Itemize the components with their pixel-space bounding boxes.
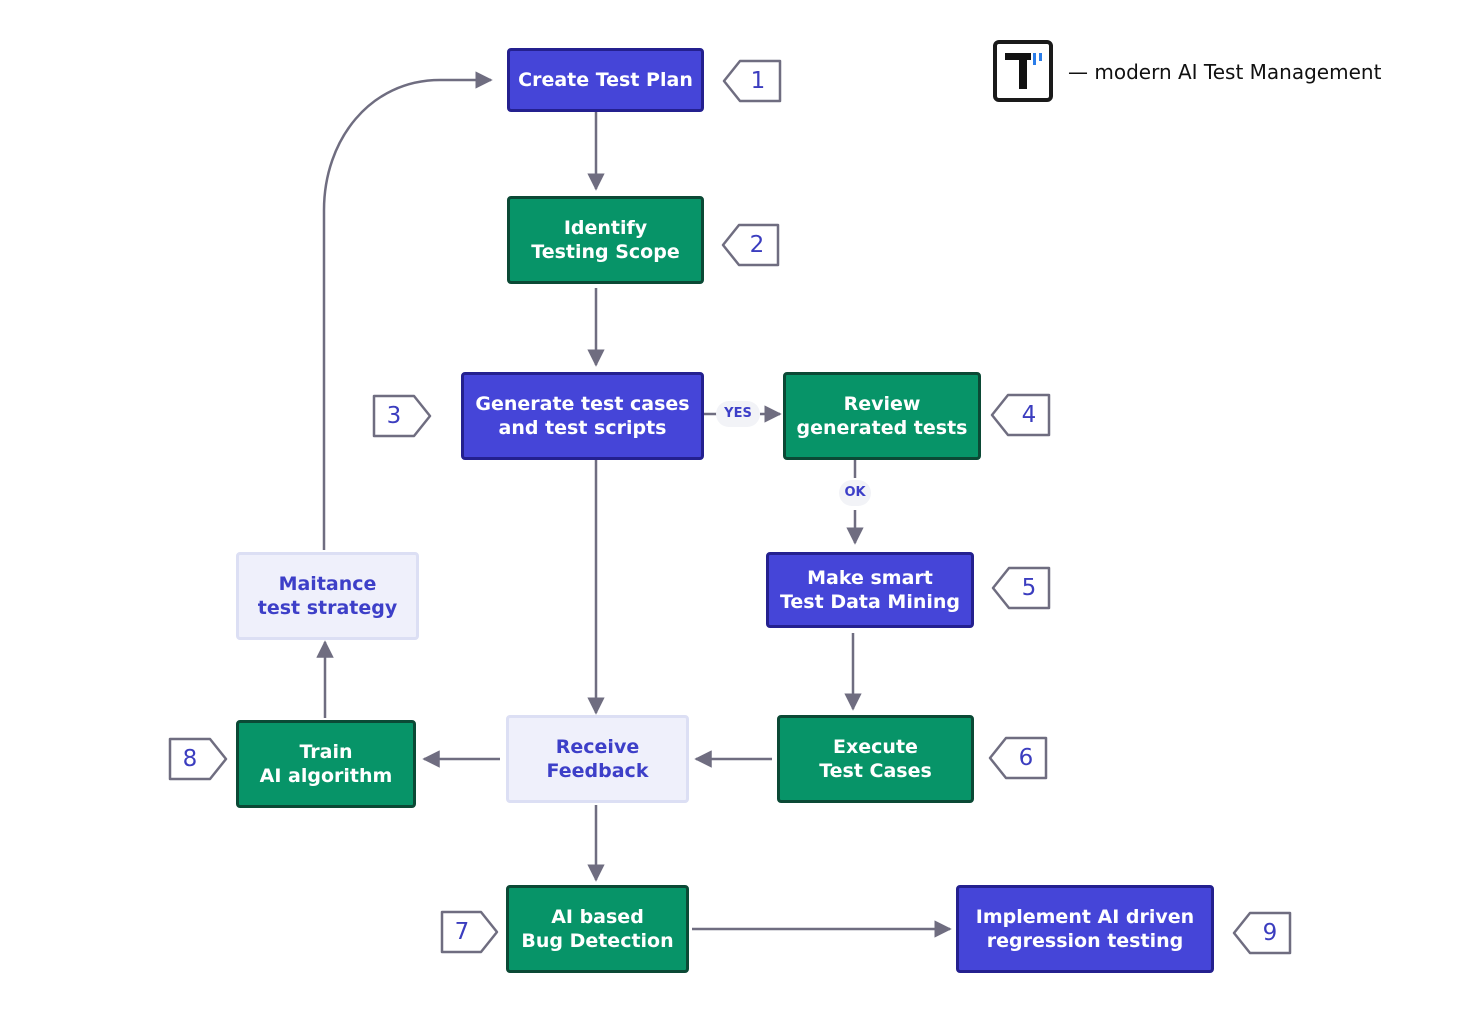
node-ai-bug-detection: AI based Bug Detection <box>506 885 689 973</box>
node-label-line: Implement AI driven <box>975 906 1195 928</box>
node-label-line: Make smart <box>807 567 933 589</box>
node-review-generated-tests: Review generated tests <box>783 372 981 460</box>
step-tag-2: 2 <box>749 232 765 258</box>
node-label-line: Receive <box>555 736 640 758</box>
node-label-line: Test Data Mining <box>779 591 961 613</box>
node-generate-test-cases: Generate test cases and test scripts <box>461 372 704 460</box>
tag-2-shape <box>721 223 780 267</box>
logo-icon <box>993 40 1053 102</box>
node-create-test-plan: Create Test Plan <box>507 48 704 112</box>
node-label-line: Train <box>299 741 353 763</box>
node-maintenance-test-strategy: Maitance test strategy <box>236 552 419 640</box>
logo-tagline: — modern AI Test Management <box>1068 60 1382 84</box>
tag-8-shape <box>168 737 228 781</box>
node-label-line: AI algorithm <box>259 765 393 787</box>
step-tag-7: 7 <box>454 919 470 945</box>
tag-1-shape <box>722 59 782 103</box>
node-identify-testing-scope: Identify Testing Scope <box>507 196 704 284</box>
node-label-line: Feedback <box>546 760 649 782</box>
node-label-line: regression testing <box>986 930 1184 952</box>
step-tag-3: 3 <box>386 403 402 429</box>
node-regression-testing: Implement AI driven regression testing <box>956 885 1214 973</box>
node-execute-test-cases: Execute Test Cases <box>777 715 974 803</box>
step-tag-1: 1 <box>750 68 766 94</box>
node-label-line: Create Test Plan <box>518 69 693 91</box>
tag-6-shape <box>988 736 1048 780</box>
edge-label-ok: OK <box>839 480 871 506</box>
node-label-line: Generate test cases <box>475 393 690 415</box>
step-tag-5: 5 <box>1021 575 1037 601</box>
node-label-line: generated tests <box>796 417 968 439</box>
tag-3-shape <box>372 394 432 438</box>
node-label-line: test strategy <box>257 597 398 619</box>
node-receive-feedback: Receive Feedback <box>506 715 689 803</box>
node-train-ai-algorithm: Train AI algorithm <box>236 720 416 808</box>
node-label-line: Maitance <box>278 573 377 595</box>
edge-maintenance-to-plan <box>322 71 493 550</box>
step-tag-8: 8 <box>182 746 198 772</box>
tag-4-shape <box>990 393 1051 437</box>
node-label-line: Review <box>843 393 921 415</box>
tag-9-shape <box>1232 911 1292 955</box>
node-label-line: and test scripts <box>498 417 667 439</box>
node-label-line: Bug Detection <box>521 930 674 952</box>
node-test-data-mining: Make smart Test Data Mining <box>766 552 974 628</box>
logo-mark <box>1005 53 1042 89</box>
node-label-line: Test Cases <box>819 760 932 782</box>
node-label-line: Identify <box>563 217 648 239</box>
step-tag-6: 6 <box>1018 745 1034 771</box>
node-label-line: Execute <box>833 736 918 758</box>
edge-label-yes: YES <box>716 401 760 427</box>
step-tag-9: 9 <box>1262 920 1278 946</box>
tag-5-shape <box>991 566 1051 610</box>
tag-7-shape <box>440 910 499 954</box>
node-label-line: Testing Scope <box>531 241 680 263</box>
node-label-line: AI based <box>551 906 644 928</box>
step-tag-4: 4 <box>1021 402 1037 428</box>
